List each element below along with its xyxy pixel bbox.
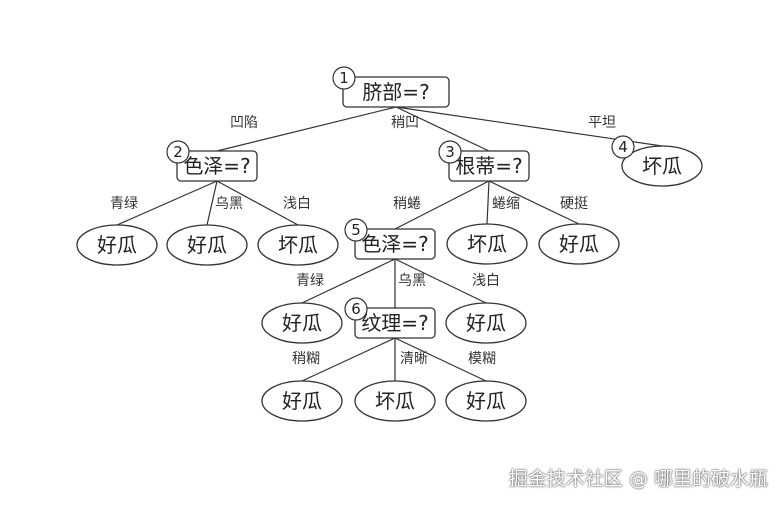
- node-number-circle-n5: [344, 218, 368, 242]
- edge-n2-l2: [206, 180, 218, 226]
- edge-n3-n5: [394, 180, 490, 230]
- node-box-n1: [342, 76, 450, 108]
- edges-layer: 凹陷稍凹平坦青绿乌黑浅白稍蜷蜷缩硬挺青绿乌黑浅白稍糊清晰模糊: [110, 106, 663, 382]
- edge-n3-l4: [486, 180, 490, 225]
- node-label-l9: 坏瓜: [375, 389, 415, 413]
- node-ellipse-l10: [445, 380, 527, 422]
- node-ellipse-l7: [445, 302, 527, 344]
- node-number-n6: 6: [351, 300, 361, 318]
- node-label-n6: 纹理=?: [361, 311, 428, 335]
- node-box-n2: [176, 150, 258, 182]
- node-ellipse-l8: [261, 380, 343, 422]
- edge-label-n2-l2: 乌黑: [215, 196, 243, 212]
- watermark-text: 掘金技术社区 @ 哪里的破水瓶: [508, 468, 768, 490]
- edge-n1-n2: [216, 106, 397, 152]
- edge-n5-l6: [301, 258, 396, 304]
- node-number-n1: 1: [339, 69, 349, 87]
- node-number-circle-n4: [611, 135, 635, 159]
- edge-label-n6-l9: 清晰: [400, 351, 428, 367]
- edge-label-n2-l3: 浅白: [283, 196, 311, 212]
- node-label-l4: 坏瓜: [467, 232, 507, 256]
- edge-n6-l10: [394, 337, 487, 382]
- edge-label-n1-n2: 凹陷: [230, 115, 258, 131]
- edge-label-n6-l8: 稍糊: [292, 351, 320, 367]
- node-label-n2: 色泽=?: [183, 154, 250, 178]
- node-number-circle-n3: [438, 140, 462, 164]
- node-ellipse-n4: [621, 145, 703, 187]
- node-ellipse-l4: [446, 223, 528, 265]
- node-label-n1: 脐部=?: [362, 80, 429, 104]
- node-ellipse-l5: [538, 223, 620, 265]
- node-ellipse-l1: [76, 224, 158, 266]
- edge-n1-n3: [395, 106, 490, 152]
- node-label-l8: 好瓜: [282, 389, 322, 413]
- node-label-l10: 好瓜: [466, 389, 506, 413]
- node-label-l2: 好瓜: [187, 233, 227, 257]
- node-number-n3: 3: [445, 143, 455, 161]
- node-number-circle-n1: [332, 66, 356, 90]
- node-number-n5: 5: [351, 221, 361, 239]
- edge-n5-l7: [394, 258, 487, 304]
- edge-label-n2-l1: 青绿: [110, 196, 138, 212]
- node-label-n5: 色泽=?: [361, 232, 428, 256]
- node-label-l1: 好瓜: [97, 233, 137, 257]
- edge-label-n5-l7: 浅白: [472, 273, 500, 289]
- edge-label-n5-l6: 青绿: [296, 273, 324, 289]
- node-box-n5: [354, 228, 436, 260]
- node-ellipse-l6: [261, 302, 343, 344]
- nodes-layer: 脐部=?1色泽=?2根蒂=?3坏瓜4色泽=?5纹理=?6好瓜好瓜坏瓜坏瓜好瓜好瓜…: [76, 66, 703, 422]
- node-label-l5: 好瓜: [559, 232, 599, 256]
- node-label-n3: 根蒂=?: [455, 154, 522, 178]
- node-label-l7: 好瓜: [466, 311, 506, 335]
- node-ellipse-l2: [166, 224, 248, 266]
- edge-label-n3-l5: 硬挺: [560, 196, 588, 212]
- node-box-n3: [448, 150, 530, 182]
- edge-n3-l5: [488, 180, 580, 225]
- edge-label-n3-l4: 蜷缩: [492, 196, 520, 212]
- edge-n6-l8: [301, 337, 396, 382]
- edge-label-n3-n5: 稍蜷: [393, 196, 421, 212]
- node-box-n6: [354, 307, 436, 339]
- edge-label-n6-l10: 模糊: [468, 351, 496, 367]
- node-number-circle-n2: [166, 140, 190, 164]
- edge-n2-l1: [116, 180, 218, 226]
- node-label-n4: 坏瓜: [642, 154, 682, 178]
- node-number-n4: 4: [618, 138, 628, 156]
- node-label-l6: 好瓜: [282, 311, 322, 335]
- node-number-n2: 2: [173, 143, 183, 161]
- node-ellipse-l9: [354, 380, 436, 422]
- node-ellipse-l3: [257, 224, 339, 266]
- node-number-circle-n6: [344, 297, 368, 321]
- edge-label-n1-n4: 平坦: [588, 115, 616, 131]
- edge-label-n5-n6: 乌黑: [398, 273, 426, 289]
- node-label-l3: 坏瓜: [278, 233, 318, 257]
- edge-label-n1-n3: 稍凹: [391, 115, 419, 131]
- edge-n2-l3: [216, 180, 299, 226]
